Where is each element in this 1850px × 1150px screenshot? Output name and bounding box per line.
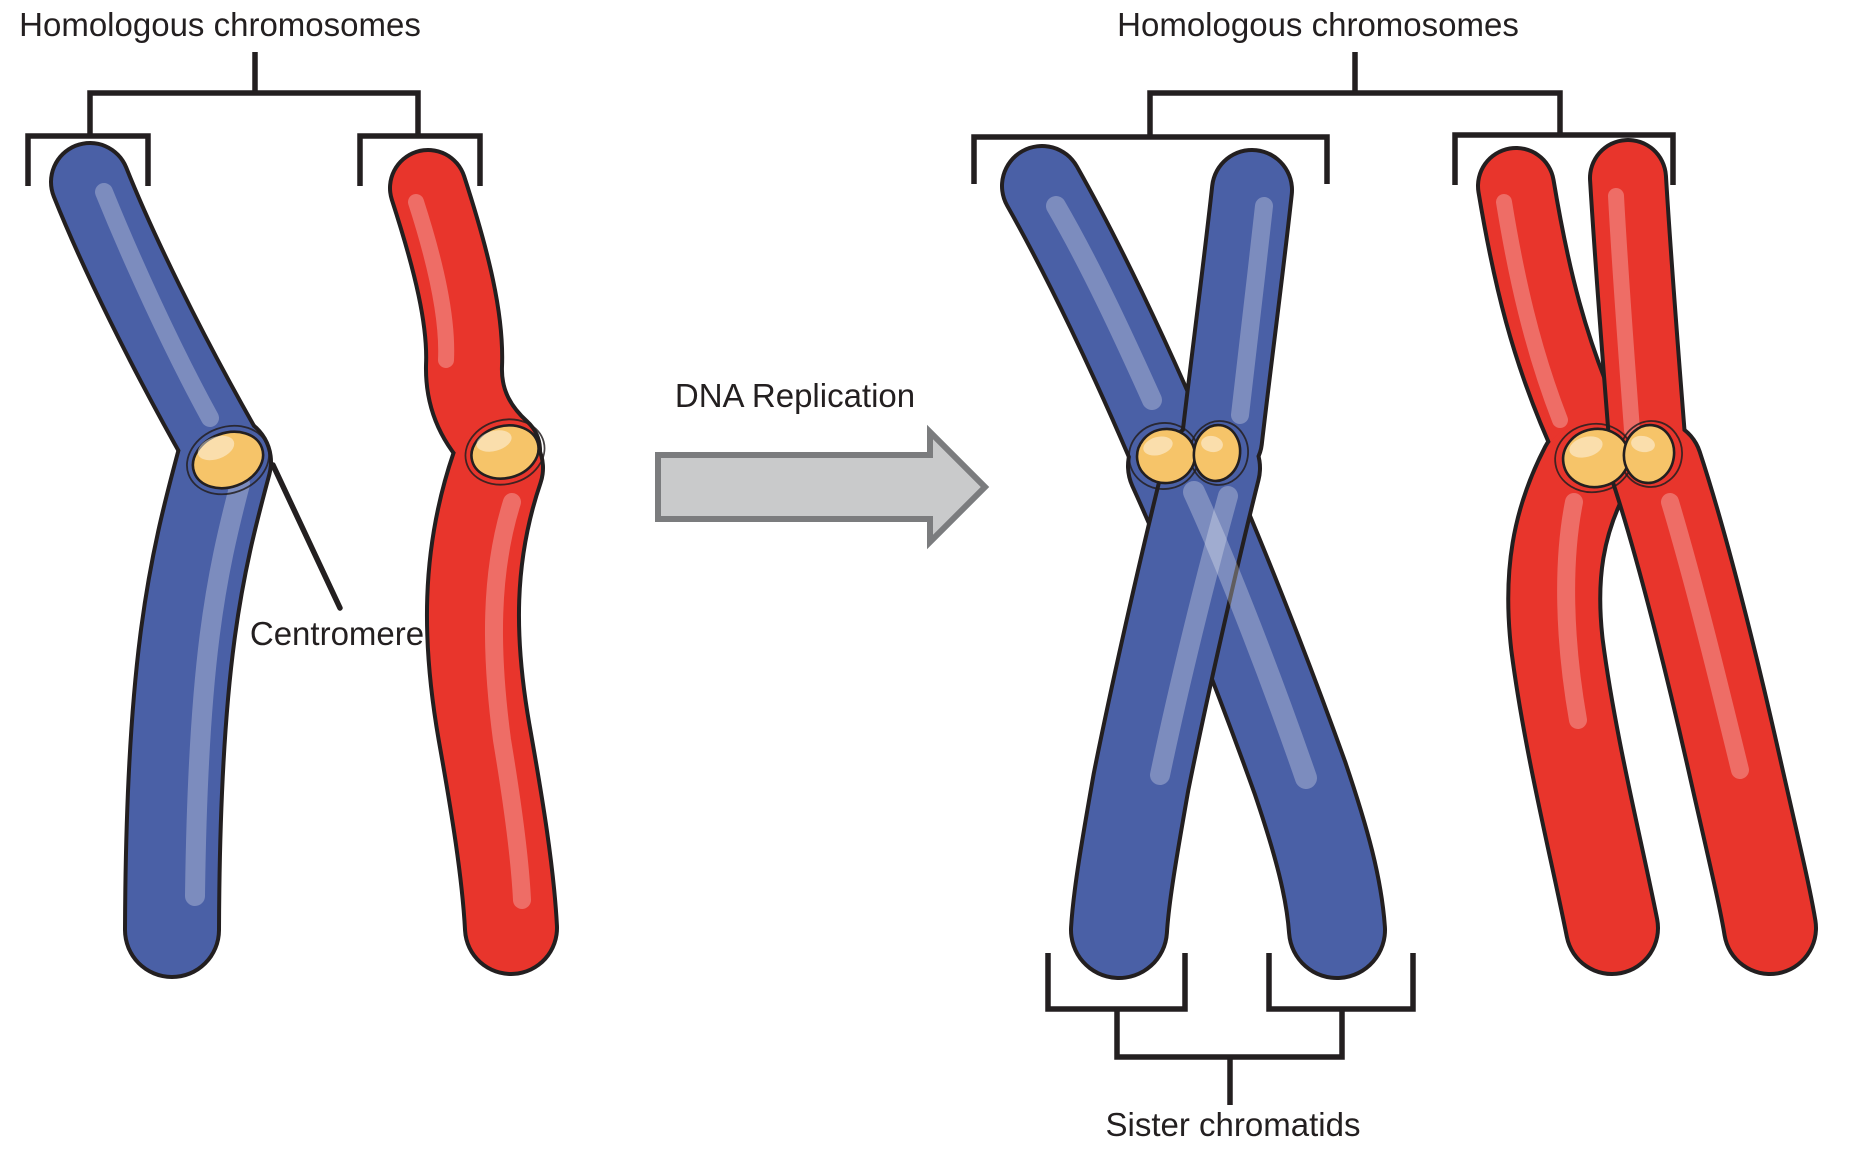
red-chromatid-c xyxy=(1476,146,1660,976)
centromere-leader-line xyxy=(270,462,343,611)
centromeres-blue-pair xyxy=(1128,420,1249,490)
bracket-over-red xyxy=(357,133,483,186)
blue-chromosome-replicated xyxy=(1000,144,1387,980)
homologous-chromosomes-label-left: Homologous chromosomes xyxy=(19,6,421,43)
centromeres-red-pair xyxy=(1554,420,1683,494)
centromere-label: Centromere xyxy=(250,615,424,652)
right-arrow-icon xyxy=(655,424,990,550)
bracket-main xyxy=(1147,90,1563,137)
bracket-homologous-right xyxy=(971,52,1676,185)
bracket-over-red-x xyxy=(1452,132,1676,185)
centromere-left-red xyxy=(464,418,546,486)
homologous-chromosomes-label-right: Homologous chromosomes xyxy=(1117,6,1519,43)
bracket-over-blue xyxy=(25,133,151,186)
bracket-main xyxy=(87,90,421,136)
red-chromosome-unreplicated xyxy=(388,148,559,976)
bracket-over-blue-x xyxy=(971,134,1330,184)
blue-chromosome-unreplicated xyxy=(49,141,273,979)
bracket-joiner xyxy=(1114,1009,1345,1060)
blue-chromatid-b xyxy=(1069,148,1294,980)
centromere-left-blue xyxy=(186,424,270,496)
sister-chromatids-label: Sister chromatids xyxy=(1106,1106,1361,1143)
red-chromosome-replicated xyxy=(1476,138,1818,976)
red-chromatid-d xyxy=(1588,138,1818,976)
dna-replication-label: DNA Replication xyxy=(675,377,915,414)
bracket-sister-chromatids xyxy=(1045,953,1416,1105)
bracket-homologous-left xyxy=(25,52,483,186)
